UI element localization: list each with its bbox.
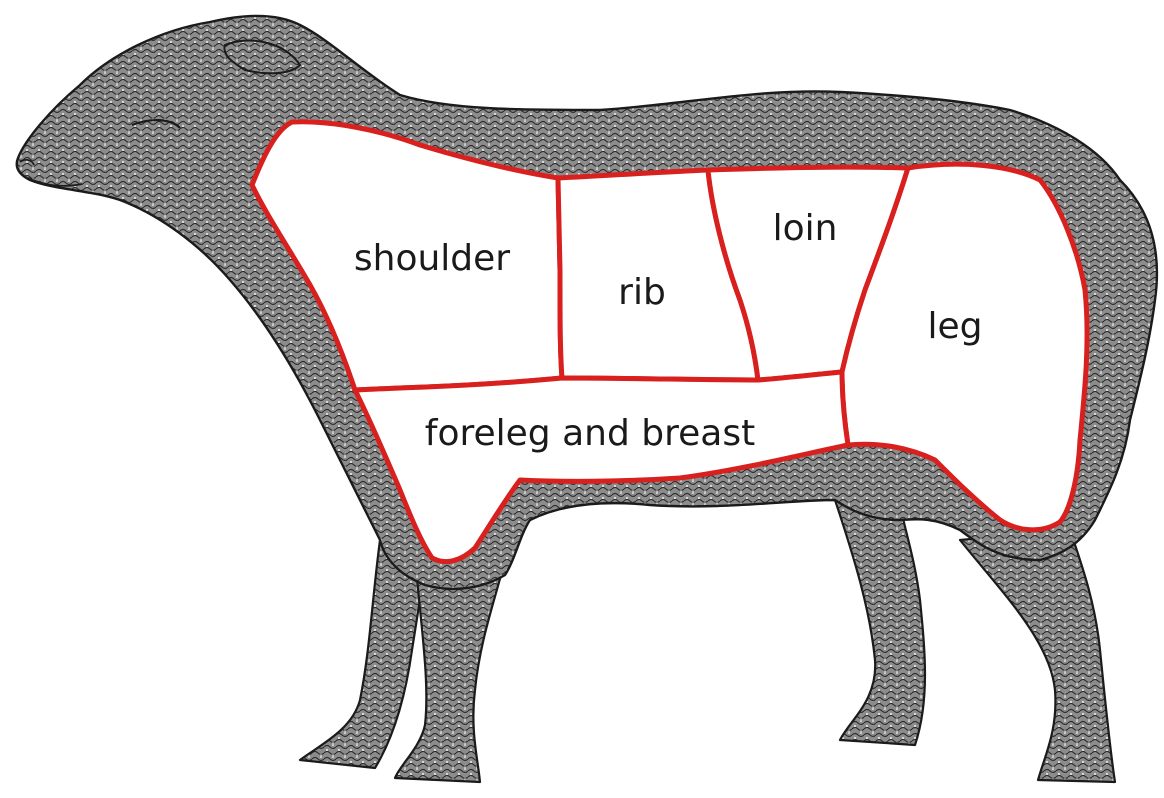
far-hind-leg: [835, 500, 925, 745]
label-loin: loin: [773, 208, 838, 249]
label-shoulder: shoulder: [354, 238, 510, 279]
label-foreleg-breast: foreleg and breast: [425, 413, 755, 454]
near-hind-leg: [960, 530, 1115, 782]
label-leg: leg: [927, 306, 982, 347]
label-rib: rib: [618, 272, 666, 313]
